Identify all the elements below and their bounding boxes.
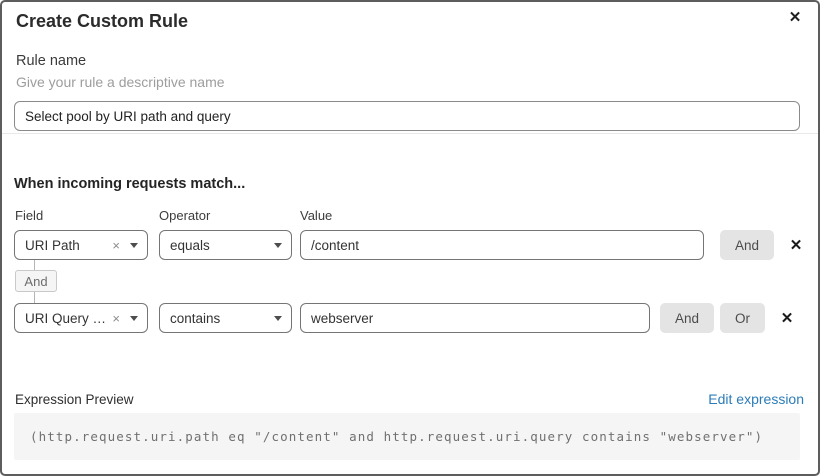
expression-preview-label: Expression Preview (15, 392, 134, 407)
operator-select[interactable]: contains (159, 303, 292, 333)
close-icon[interactable]: ✕ (788, 9, 802, 26)
clear-selection-icon[interactable]: × (112, 237, 120, 253)
value-column-label: Value (300, 208, 333, 223)
delete-condition-icon[interactable]: ✕ (789, 237, 803, 254)
chevron-down-icon (130, 242, 138, 248)
rule-name-label: Rule name (16, 53, 87, 69)
section-divider (2, 133, 818, 134)
rule-name-helper-text: Give your rule a descriptive name (16, 74, 225, 90)
condition-row: URI Query St... × contains And Or ✕ (14, 303, 806, 333)
rule-name-input[interactable] (14, 101, 800, 131)
value-input[interactable] (300, 230, 704, 260)
field-select-value: URI Path (25, 237, 80, 253)
and-button[interactable]: And (660, 303, 715, 333)
value-input[interactable] (300, 303, 650, 333)
operator-select[interactable]: equals (159, 230, 292, 260)
clear-selection-icon[interactable]: × (112, 310, 120, 326)
connector-line (34, 260, 35, 270)
delete-condition-icon[interactable]: ✕ (780, 310, 794, 327)
chevron-down-icon (274, 242, 282, 248)
field-select[interactable]: URI Path × (14, 230, 148, 260)
and-connector-chip: And (15, 270, 57, 292)
expression-preview-box: (http.request.uri.path eq "/content" and… (14, 413, 800, 460)
chevron-down-icon (130, 315, 138, 321)
connector-line (34, 292, 35, 303)
edit-expression-link[interactable]: Edit expression (708, 391, 804, 407)
condition-row: URI Path × equals And ✕ (14, 230, 806, 260)
match-section-heading: When incoming requests match... (14, 176, 246, 192)
field-select-value: URI Query St... (25, 310, 111, 326)
operator-select-value: contains (170, 310, 221, 326)
field-select[interactable]: URI Query St... × (14, 303, 148, 333)
and-button[interactable]: And (719, 230, 775, 260)
operator-column-label: Operator (159, 208, 211, 223)
operator-select-value: equals (170, 237, 210, 253)
chevron-down-icon (274, 315, 282, 321)
field-column-label: Field (15, 208, 44, 223)
expression-code: (http.request.uri.path eq "/content" and… (30, 429, 764, 444)
or-button[interactable]: Or (720, 303, 766, 333)
dialog-title: Create Custom Rule (16, 11, 189, 31)
